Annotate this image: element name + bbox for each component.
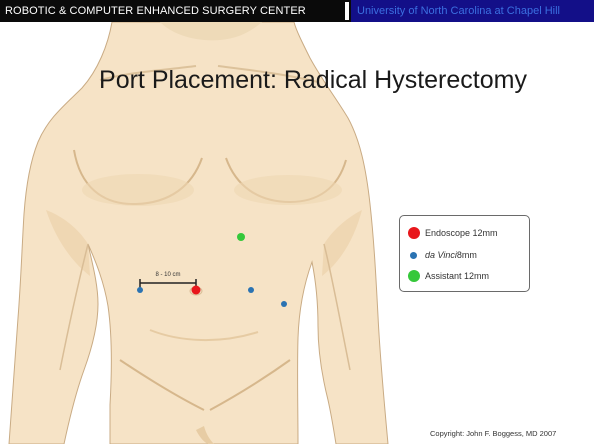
slide-title: Port Placement: Radical Hysterectomy bbox=[16, 66, 594, 95]
legend-item-endoscope: Endoscope 12mm bbox=[408, 225, 498, 241]
measurement-label: 8 - 10 cm bbox=[155, 272, 180, 278]
port-davinci-right bbox=[281, 301, 287, 307]
banner-left-text: ROBOTIC & COMPUTER ENHANCED SURGERY CENT… bbox=[0, 0, 338, 22]
banner-separator bbox=[345, 2, 349, 20]
legend-label-assistant: Assistant 12mm bbox=[425, 271, 489, 281]
header-banner: ROBOTIC & COMPUTER ENHANCED SURGERY CENT… bbox=[0, 0, 594, 22]
legend-item-assistant: Assistant 12mm bbox=[408, 268, 489, 284]
port-assistant bbox=[237, 233, 245, 241]
port-davinci-left bbox=[137, 287, 143, 293]
port-endoscope bbox=[192, 286, 201, 295]
banner-right-text: University of North Carolina at Chapel H… bbox=[351, 0, 594, 22]
legend-label-davinci: 8mm bbox=[457, 250, 477, 260]
assistant-dot-icon bbox=[408, 270, 420, 282]
legend: Endoscope 12mm da Vinci 8mm Assistant 12… bbox=[399, 215, 530, 292]
endoscope-dot-icon bbox=[408, 227, 420, 239]
legend-label-davinci-italic: da Vinci bbox=[425, 250, 457, 260]
right-breast-shadow bbox=[234, 175, 342, 205]
legend-item-davinci: da Vinci 8mm bbox=[408, 247, 477, 263]
copyright-text: Copyright: John F. Boggess, MD 2007 bbox=[430, 429, 556, 438]
port-davinci-center bbox=[248, 287, 254, 293]
legend-label-endoscope: Endoscope 12mm bbox=[425, 228, 498, 238]
davinci-dot-icon bbox=[410, 252, 417, 259]
left-breast-shadow bbox=[82, 174, 194, 206]
